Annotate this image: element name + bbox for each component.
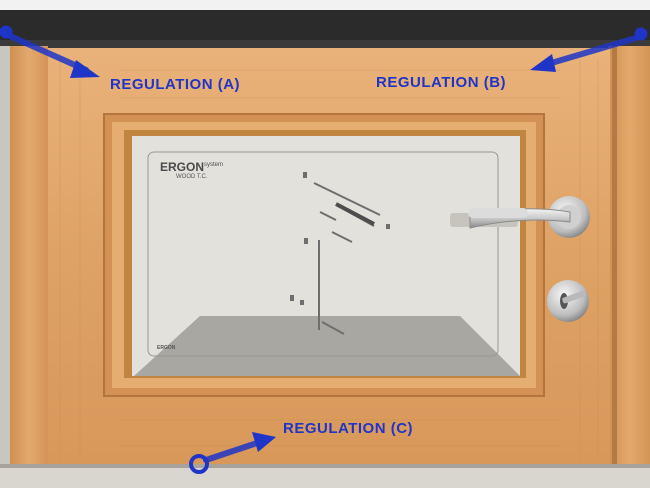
- ergon-logo: ERGONsystem: [160, 160, 223, 174]
- logo-sup: system: [204, 162, 224, 168]
- regulation-a-label: REGULATION (A): [110, 76, 241, 93]
- panel-footer: ERGON: [157, 345, 176, 351]
- logo-text: ERGON: [160, 160, 205, 174]
- regulation-b-label: REGULATION (B): [376, 74, 507, 91]
- regulation-c-label: REGULATION (C): [283, 420, 414, 437]
- logo-subtitle: WOOD T.C.: [176, 174, 208, 180]
